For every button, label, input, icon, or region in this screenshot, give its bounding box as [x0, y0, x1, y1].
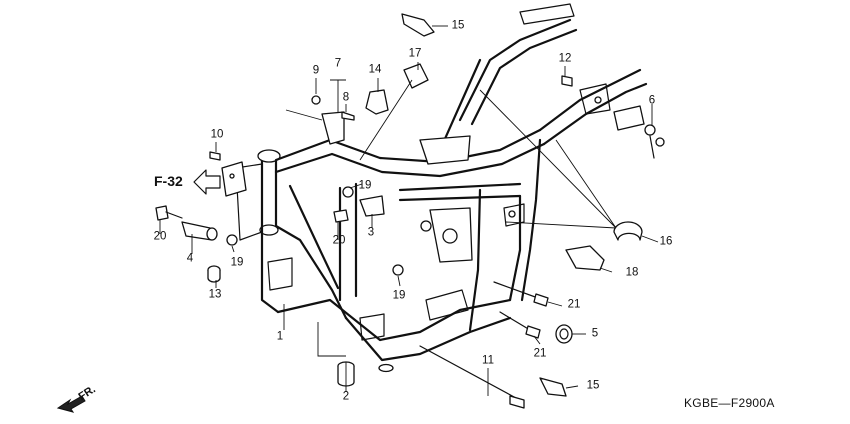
callout-17: 17 [408, 47, 422, 60]
washer-part-9 [311, 95, 321, 105]
reference-arrow [193, 169, 221, 195]
screw-part-10 [209, 151, 247, 197]
nut-part-19 [226, 186, 404, 276]
grommet-part-5 [555, 324, 573, 344]
callout-12: 12 [558, 52, 572, 65]
callout-10: 10 [210, 128, 224, 141]
callout-1: 1 [276, 330, 284, 343]
lock-part-6 [613, 105, 665, 159]
callout-5: 5 [591, 327, 599, 340]
band-part-15 [401, 13, 567, 397]
clamp-part-7 [321, 111, 355, 145]
bolt-part-21 [493, 281, 549, 339]
callout-7: 7 [334, 57, 342, 70]
callout-3: 3 [367, 226, 375, 239]
callout-13: 13 [208, 288, 222, 301]
callout-6: 6 [648, 94, 656, 107]
callout-21-upper: 21 [567, 298, 581, 311]
callout-19-center: 19 [392, 289, 406, 302]
leader-lines [159, 25, 659, 396]
callout-15-top: 15 [451, 19, 465, 32]
reference-label: F-32 [154, 173, 183, 189]
bolt-part-20 [333, 209, 349, 223]
clip-part-14 [365, 89, 389, 115]
callout-15-bottom: 15 [586, 379, 600, 392]
callout-19-left: 19 [230, 256, 244, 269]
callout-20-center: 20 [332, 234, 346, 247]
band-part-16 [613, 221, 643, 241]
clip-part-17 [403, 63, 429, 89]
band-part-18 [565, 245, 605, 271]
callout-4: 4 [186, 252, 194, 265]
callout-21-lower: 21 [533, 347, 547, 360]
callout-14: 14 [368, 63, 382, 76]
bolt-part-13 [207, 265, 221, 283]
callout-8: 8 [342, 91, 350, 104]
callout-19-upper: 19 [358, 179, 372, 192]
bracket-part-4 [155, 205, 218, 241]
bolt-part-11 [419, 345, 525, 409]
front-direction-arrow [56, 395, 86, 413]
main-frame [235, 3, 648, 362]
bolt-part-12 [561, 75, 573, 87]
callout-16: 16 [659, 235, 673, 248]
callout-2: 2 [342, 390, 350, 403]
bracket-part-3 [359, 195, 385, 217]
callout-9: 9 [312, 64, 320, 77]
diagram-code: KGBE—F2900A [684, 396, 775, 410]
callout-20-left: 20 [153, 230, 167, 243]
callout-11: 11 [482, 354, 494, 367]
callout-18: 18 [625, 266, 639, 279]
